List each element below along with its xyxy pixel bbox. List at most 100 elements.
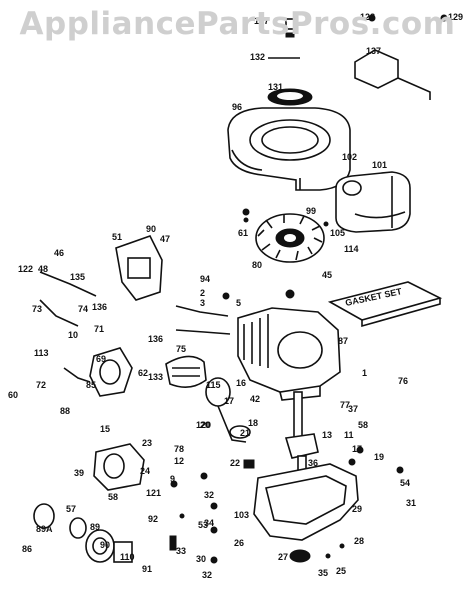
- callout-2: 2: [200, 288, 205, 298]
- callout-42: 42: [250, 394, 260, 404]
- callout-11: 11: [344, 430, 354, 440]
- callout-61: 61: [238, 228, 248, 238]
- callout-18: 18: [248, 418, 258, 428]
- callout-80: 80: [252, 260, 262, 270]
- callout-75: 75: [176, 344, 186, 354]
- callout-129: 129: [448, 12, 463, 22]
- starter-drive-parts: [33, 503, 133, 563]
- callout-73: 73: [32, 304, 42, 314]
- callout-115: 115: [206, 380, 221, 390]
- muffler: [335, 171, 411, 233]
- engine-block: [237, 307, 341, 401]
- fasteners: [169, 208, 404, 564]
- callout-17: 17: [224, 396, 234, 406]
- callout-32: 32: [204, 490, 214, 500]
- callout-137: 137: [366, 46, 381, 56]
- callout-62: 62: [138, 368, 148, 378]
- callout-132: 132: [250, 52, 265, 62]
- callout-21: 21: [240, 428, 250, 438]
- callout-90: 90: [146, 224, 156, 234]
- callout-131: 131: [268, 82, 283, 92]
- callout-134: 134: [0, 0, 15, 2]
- callout-58: 58: [108, 492, 118, 502]
- callout-24: 24: [140, 466, 150, 476]
- callout-51: 51: [112, 232, 122, 242]
- callout-121: 121: [146, 488, 161, 498]
- callout-113: 113: [34, 348, 49, 358]
- callout-107: 107: [254, 16, 269, 26]
- callout-35: 35: [318, 568, 328, 578]
- callout-69: 69: [96, 354, 106, 364]
- callout-122: 122: [18, 264, 33, 274]
- callout-133: 133: [148, 372, 163, 382]
- callout-101: 101: [372, 160, 387, 170]
- callout-32: 32: [202, 570, 212, 580]
- callout-91: 91: [142, 564, 152, 574]
- callout-58: 58: [358, 420, 368, 430]
- callout-103: 103: [234, 510, 249, 520]
- callout-10: 10: [68, 330, 78, 340]
- callout-110: 110: [120, 552, 135, 562]
- callout-89: 89: [90, 522, 100, 532]
- flywheel: [255, 213, 325, 263]
- callout-92: 92: [148, 514, 158, 524]
- callout-15: 15: [100, 424, 110, 434]
- callout-30: 30: [196, 554, 206, 564]
- callout-47: 47: [160, 234, 170, 244]
- callout-88: 88: [60, 406, 70, 416]
- callout-85: 85: [86, 380, 96, 390]
- callout-105: 105: [330, 228, 345, 238]
- callout-77: 77: [340, 400, 350, 410]
- callout-22: 22: [230, 458, 240, 468]
- callout-25: 25: [336, 566, 346, 576]
- callout-29: 29: [352, 504, 362, 514]
- callout-72: 72: [36, 380, 46, 390]
- callout-48: 48: [38, 264, 48, 274]
- callout-102: 102: [342, 152, 357, 162]
- callout-114: 114: [344, 244, 359, 254]
- callout-136: 136: [148, 334, 163, 344]
- callout-16: 16: [236, 378, 246, 388]
- callout-26: 26: [234, 538, 244, 548]
- callout-46: 46: [54, 248, 64, 258]
- callout-57: 57: [66, 504, 76, 514]
- callout-23: 23: [142, 438, 152, 448]
- starter-motor: [93, 443, 145, 491]
- callout-86: 86: [22, 544, 32, 554]
- callout-34: 34: [204, 518, 214, 528]
- callout-19: 19: [374, 452, 384, 462]
- callout-120: 120: [196, 420, 211, 430]
- callout-33: 33: [176, 546, 186, 556]
- callout-36: 36: [308, 458, 318, 468]
- callout-96: 96: [232, 102, 242, 112]
- callout-9: 9: [170, 474, 175, 484]
- callout-37: 37: [348, 404, 358, 414]
- callout-53: 53: [198, 520, 208, 530]
- callout-89a: 89A: [36, 524, 53, 534]
- callout-76: 76: [398, 376, 408, 386]
- callout-90: 90: [100, 540, 110, 550]
- callout-87: 87: [338, 336, 348, 346]
- callout-39: 39: [74, 468, 84, 478]
- callout-3: 3: [200, 298, 205, 308]
- callout-128: 128: [360, 12, 375, 22]
- callout-94: 94: [200, 274, 210, 284]
- top-small-parts: [268, 14, 448, 100]
- rotating-screen: [267, 88, 313, 106]
- blower-housing: [227, 107, 351, 191]
- callout-135: 135: [70, 272, 85, 282]
- callout-45: 45: [322, 270, 332, 280]
- piston: [205, 377, 251, 443]
- carburetor-assembly: [89, 235, 207, 397]
- callout-5: 5: [236, 298, 241, 308]
- callout-54: 54: [400, 478, 410, 488]
- callout-27: 27: [278, 552, 288, 562]
- callout-28: 28: [354, 536, 364, 546]
- callout-13: 13: [322, 430, 332, 440]
- callout-136: 136: [92, 302, 107, 312]
- callout-60: 60: [8, 390, 18, 400]
- callout-71: 71: [94, 324, 104, 334]
